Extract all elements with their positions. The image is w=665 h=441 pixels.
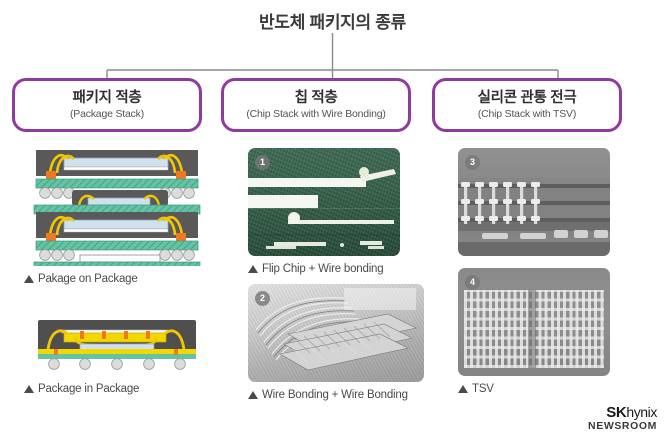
triangle-bullet-icon [24, 385, 34, 393]
figure-tsv-array: 4 TSV [458, 268, 610, 395]
category-title-en: (Package Stack) [69, 108, 145, 121]
triangle-bullet-icon [248, 265, 258, 273]
schematic-package-in-package [24, 318, 210, 376]
category-title-ko: 패키지 적층 [72, 89, 142, 106]
tsv-array-center-gap [528, 290, 536, 368]
triangle-bullet-icon [458, 385, 468, 393]
triangle-bullet-icon [24, 275, 34, 283]
logo-newsroom: NEWSROOM [588, 419, 657, 432]
figure-caption-text: Wire Bonding + Wire Bonding [262, 389, 408, 401]
pip-drawing [38, 320, 196, 370]
sem-image-flip-chip[interactable]: 1 [248, 148, 400, 256]
triangle-bullet-icon [248, 391, 258, 399]
category-box-chip-stack[interactable]: 칩 적층 (Chip Stack with Wire Bonding) [221, 78, 411, 132]
pop-drawing [33, 150, 201, 266]
sem-image-tsv-array[interactable]: 4 [458, 268, 610, 376]
sem-overlay-wire-bonding [255, 288, 417, 371]
figure-caption-text: TSV [472, 383, 494, 395]
category-title-ko: 실리콘 관통 전극 [477, 89, 577, 106]
category-title-ko: 칩 적층 [294, 89, 338, 106]
sem-image-wire-bonding[interactable]: 2 [248, 284, 424, 382]
figure-badge: 2 [255, 291, 270, 306]
schematic-package-on-package [24, 148, 210, 266]
category-title-en: (Chip Stack with Wire Bonding) [246, 108, 386, 121]
figure-caption-text: Package in Package [38, 383, 140, 395]
figure-package-in-package: Package in Package [24, 318, 210, 395]
figure-flip-chip-wire-bonding: 1 Flip Chip + Wire bonding [248, 148, 400, 275]
figure-caption: Package in Package [24, 383, 210, 395]
figure-caption: Pakage on Package [24, 273, 210, 285]
figure-badge: 3 [465, 155, 480, 170]
category-box-package-stack[interactable]: 패키지 적층 (Package Stack) [12, 78, 202, 132]
category-box-tsv[interactable]: 실리콘 관통 전극 (Chip Stack with TSV) [432, 78, 622, 132]
figure-badge: 1 [255, 155, 270, 170]
logo-brand: SKhynix [588, 405, 657, 421]
logo-hynix: hynix [626, 404, 657, 421]
figure-package-on-package: Pakage on Package [24, 148, 210, 285]
figure-badge: 4 [465, 275, 480, 290]
figure-caption: TSV [458, 383, 610, 395]
sem-image-tsv-cross-section[interactable]: 3 [458, 148, 610, 256]
figure-caption-text: Pakage on Package [38, 273, 138, 285]
page-title: 반도체 패키지의 종류 [259, 13, 406, 32]
sk-hynix-newsroom-logo: SKhynix NEWSROOM [588, 405, 657, 432]
figure-wire-bonding-wire-bonding: 2 [248, 284, 424, 401]
sem-overlay-tsv-cross-section [458, 148, 610, 256]
figure-caption-text: Flip Chip + Wire bonding [262, 263, 384, 275]
figure-caption: Wire Bonding + Wire Bonding [248, 389, 424, 401]
figure-caption: Flip Chip + Wire bonding [248, 263, 400, 275]
category-title-en: (Chip Stack with TSV) [477, 108, 577, 121]
logo-sk: SK [606, 404, 627, 422]
figure-tsv-cross-section: 3 [458, 148, 610, 256]
sem-overlay-flip-chip [248, 167, 400, 249]
